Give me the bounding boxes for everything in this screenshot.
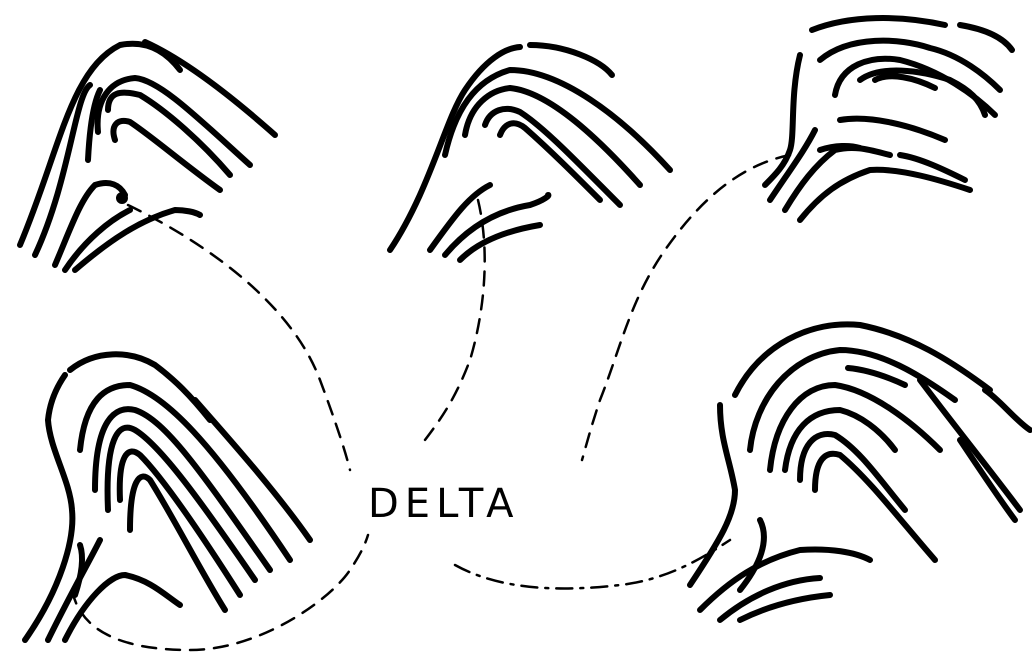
fingerprint-bottom-left <box>25 354 310 640</box>
leader-top-middle <box>425 200 485 440</box>
leader-bottom-right <box>455 540 730 588</box>
leader-bottom-left <box>72 535 368 650</box>
fingerprint-top-right <box>765 18 1012 220</box>
fingerprint-top-middle <box>390 45 670 260</box>
dot-marker <box>116 192 128 204</box>
delta-label: DELTA <box>368 484 520 524</box>
delta-leader-lines <box>72 155 790 650</box>
fingerprint-bottom-right <box>690 324 1030 620</box>
fingerprint-top-left <box>20 42 275 270</box>
